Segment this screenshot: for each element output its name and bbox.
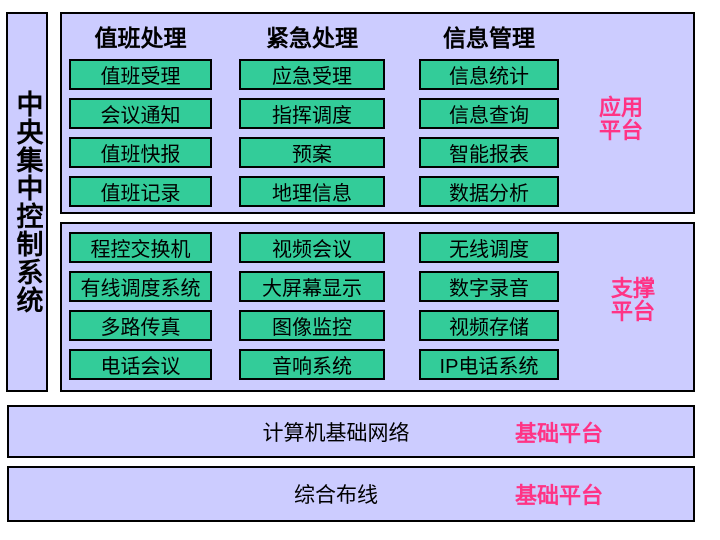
base-platform-network-bar: 计算机基础网络 基础平台 <box>7 405 695 458</box>
base-platform-label-network: 基础平台 <box>515 420 604 446</box>
column-header-information-management: 信息管理 <box>443 25 535 51</box>
module-box-command-dispatch: 指挥调度 <box>239 98 385 129</box>
module-box-emergency-acceptance: 应急受理 <box>239 59 385 90</box>
module-box-duty-record: 值班记录 <box>69 176 212 207</box>
base-platform-label-cabling: 基础平台 <box>515 483 604 508</box>
module-box-info-query: 信息查询 <box>419 98 559 129</box>
computer-network-label: 计算机基础网络 <box>262 421 410 445</box>
module-box-geographic-info: 地理信息 <box>239 176 385 207</box>
support-column-2: 视频会议 大屏幕显示 图像监控 音响系统 <box>239 232 385 380</box>
module-box-image-monitoring: 图像监控 <box>239 310 385 341</box>
application-platform-label: 应用平台 <box>599 95 644 144</box>
module-box-digital-recording: 数字录音 <box>419 271 559 302</box>
support-column-3: 无线调度 数字录音 视频存储 IP电话系统 <box>419 232 559 380</box>
module-box-video-storage: 视频存储 <box>419 310 559 341</box>
support-platform-label: 支撑平台 <box>611 276 656 325</box>
module-box-duty-acceptance: 值班受理 <box>69 59 212 90</box>
module-box-meeting-notice: 会议通知 <box>69 98 212 129</box>
support-platform-panel: 程控交换机 有线调度系统 多路传真 电话会议 视频会议 大屏幕显示 图像监控 音… <box>60 222 695 392</box>
module-box-wired-dispatch-system: 有线调度系统 <box>69 271 212 302</box>
application-platform-panel: 值班处理 值班受理 会议通知 值班快报 值班记录 紧急处理 应急受理 指挥调度 … <box>60 12 695 214</box>
base-platform-cabling-bar: 综合布线 基础平台 <box>7 466 695 522</box>
module-box-wireless-dispatch: 无线调度 <box>419 232 559 263</box>
module-box-data-analysis: 数据分析 <box>419 176 559 207</box>
column-header-duty-handling: 值班处理 <box>94 25 187 51</box>
module-box-smart-reports: 智能报表 <box>419 137 559 168</box>
module-box-large-screen-display: 大屏幕显示 <box>239 271 385 302</box>
module-box-video-conference: 视频会议 <box>239 232 385 263</box>
module-box-info-statistics: 信息统计 <box>419 59 559 90</box>
central-control-system-bar: 中央集中控制系统 <box>6 12 48 392</box>
column-header-emergency-handling: 紧急处理 <box>266 25 358 51</box>
module-box-audio-system: 音响系统 <box>239 349 385 380</box>
central-control-system-label: 中央集中控制系统 <box>12 90 43 314</box>
module-box-telephone-conference: 电话会议 <box>69 349 212 380</box>
duty-handling-column: 值班处理 值班受理 会议通知 值班快报 值班记录 <box>69 25 212 207</box>
module-box-ip-telephone-system: IP电话系统 <box>419 349 559 380</box>
information-management-column: 信息管理 信息统计 信息查询 智能报表 数据分析 <box>419 25 559 207</box>
module-box-pbx: 程控交换机 <box>69 232 212 263</box>
emergency-handling-column: 紧急处理 应急受理 指挥调度 预案 地理信息 <box>239 25 385 207</box>
module-box-plans: 预案 <box>239 137 385 168</box>
integrated-cabling-label: 综合布线 <box>294 484 378 507</box>
support-column-1: 程控交换机 有线调度系统 多路传真 电话会议 <box>69 232 212 380</box>
module-box-multichannel-fax: 多路传真 <box>69 310 212 341</box>
module-box-duty-bulletin: 值班快报 <box>69 137 212 168</box>
